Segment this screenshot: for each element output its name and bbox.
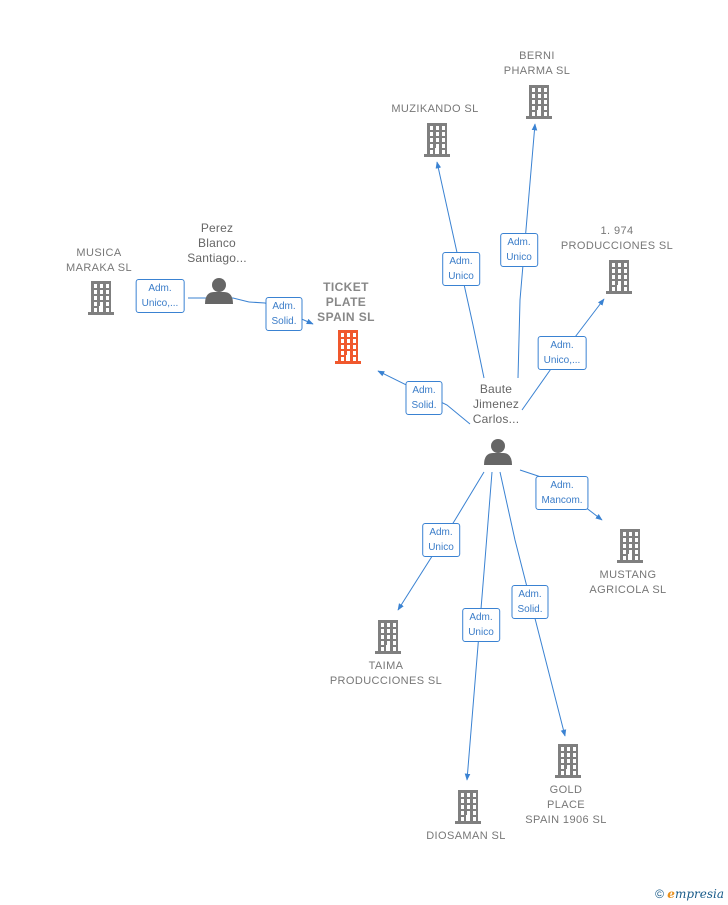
edge-label-line: Adm. (272, 301, 296, 312)
muzikando-label[interactable]: MUZIKANDO SL (391, 102, 478, 117)
ticket-label-line: PLATE (325, 295, 367, 309)
edge-baute-taima (397, 471, 485, 611)
baute-label-line: Carlos... (472, 412, 520, 426)
ticket-label-line: TICKET (323, 280, 369, 294)
perez-label-line: Santiago... (187, 251, 247, 265)
edge-label-line: Solid. (517, 604, 543, 615)
ticket-building-icon[interactable] (335, 330, 361, 364)
diosaman-building-icon[interactable] (455, 790, 481, 824)
berni-label-line: BERNI (519, 50, 555, 62)
musica-building-icon[interactable] (88, 281, 114, 315)
edge-label-line: Unico (506, 252, 532, 263)
edge-label-perez-musica[interactable]: Adm. Unico,... (135, 279, 185, 313)
mustang-label[interactable]: MUSTANG AGRICOLA SL (589, 568, 666, 598)
edge-label-line: Unico,... (141, 298, 179, 309)
edge-label-line: Adm. (518, 589, 542, 600)
empresia-watermark[interactable]: © empresia (655, 887, 724, 901)
edge-baute-ticket (377, 370, 471, 425)
musica-label-line: MUSICA (76, 247, 122, 259)
baute-person-icon[interactable] (484, 439, 512, 465)
edge-label-line: Adm. (429, 527, 453, 538)
gold-building-icon[interactable] (555, 744, 581, 778)
gold-label-line: GOLD (549, 784, 583, 796)
berni-building-icon[interactable] (526, 85, 552, 119)
edge-perez-musica (188, 297, 250, 303)
taima-label[interactable]: TAIMA PRODUCCIONES SL (330, 659, 442, 689)
gold-label-line: SPAIN 1906 SL (525, 814, 607, 826)
prod1974-label-line: 1. 974 (600, 225, 634, 237)
ticket-label-line: SPAIN SL (317, 310, 375, 324)
baute-label-line: Jimenez (472, 397, 520, 411)
edge-label-line: Unico (468, 627, 494, 638)
edge-baute-diosaman (464, 471, 493, 781)
edge-label-line: Adm. (550, 340, 574, 351)
baute-label-line: Baute (479, 382, 513, 396)
edge-label-perez-ticket[interactable]: Adm. Solid. (265, 297, 303, 331)
muzikando-building-icon[interactable] (424, 123, 450, 157)
mustang-label-line: AGRICOLA SL (589, 584, 667, 596)
edge-baute-berni (517, 123, 538, 379)
berni-label-line: PHARMA SL (503, 65, 571, 77)
edge-label-line: Mancom. (541, 495, 583, 506)
musica-label[interactable]: MUSICA MARAKA SL (66, 246, 132, 276)
edge-label-line: Unico,... (543, 355, 581, 366)
edge-label-baute-diosaman[interactable]: Adm. Unico (462, 608, 500, 642)
edge-label-line: Adm. (412, 385, 436, 396)
gold-label-line: PLACE (546, 799, 586, 811)
edge-label-line: Solid. (411, 400, 437, 411)
edge-label-baute-berni[interactable]: Adm. Unico (500, 233, 538, 267)
perez-label-line: Perez (200, 221, 234, 235)
edge-label-line: Adm. (148, 283, 172, 294)
diosaman-label[interactable]: DIOSAMAN SL (426, 829, 506, 844)
brand-initial: e (667, 887, 675, 901)
muzikando-label-line: MUZIKANDO SL (391, 103, 479, 115)
edge-label-baute-taima[interactable]: Adm. Unico (422, 523, 460, 557)
brand-name: mpresia (674, 887, 724, 901)
edge-label-baute-mustang[interactable]: Adm. Mancom. (535, 476, 589, 510)
prod1974-building-icon[interactable] (606, 260, 632, 294)
edge-label-line: Adm. (507, 237, 531, 248)
edge-label-line: Unico (448, 271, 474, 282)
perez-person-icon[interactable] (205, 278, 233, 304)
edge-label-baute-gold[interactable]: Adm. Solid. (511, 585, 549, 619)
gold-label[interactable]: GOLD PLACE SPAIN 1906 SL (525, 783, 606, 828)
edge-label-line: Adm. (550, 480, 574, 491)
musica-label-line: MARAKA SL (66, 262, 132, 274)
edge-baute-gold (499, 471, 567, 737)
taima-label-line: PRODUCCIONES SL (329, 675, 443, 687)
edge-label-line: Adm. (469, 612, 493, 623)
edge-label-line: Solid. (271, 316, 297, 327)
diosaman-label-line: DIOSAMAN SL (426, 830, 506, 842)
taima-building-icon[interactable] (375, 620, 401, 654)
edge-label-baute-ticket[interactable]: Adm. Solid. (405, 381, 443, 415)
prod1974-label-line: PRODUCCIONES SL (560, 240, 674, 252)
edge-baute-muzikando (435, 161, 485, 379)
edge-label-baute-prod1974[interactable]: Adm. Unico,... (537, 336, 587, 370)
edge-label-baute-muzikando[interactable]: Adm. Unico (442, 252, 480, 286)
berni-label[interactable]: BERNI PHARMA SL (504, 49, 571, 79)
mustang-label-line: MUSTANG (599, 569, 657, 581)
edge-label-line: Unico (428, 542, 454, 553)
perez-label-line: Blanco (198, 236, 236, 250)
mustang-building-icon[interactable] (617, 529, 643, 563)
copyright-symbol: © (655, 887, 664, 901)
edge-label-line: Adm. (449, 256, 473, 267)
taima-label-line: TAIMA (368, 660, 404, 672)
